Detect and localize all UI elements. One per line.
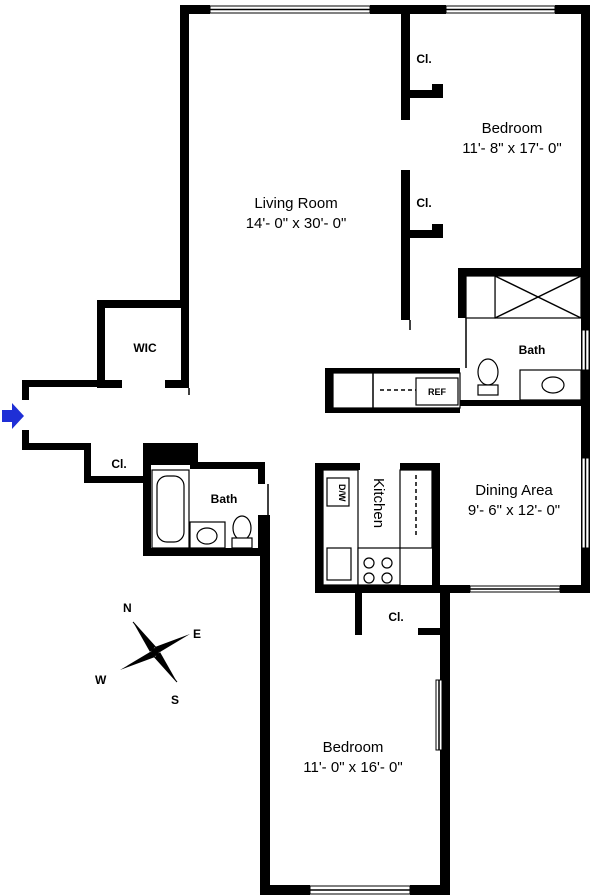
bath-right-name: Bath <box>519 343 546 357</box>
doors <box>188 318 467 515</box>
compass-east: E <box>193 627 201 641</box>
closet-label: Cl. <box>388 610 403 624</box>
compass-west: W <box>95 673 107 687</box>
room-labels: Living Room 14'- 0" x 30'- 0" Bedroom 11… <box>111 52 561 776</box>
dishwasher-label: D/W <box>337 484 347 502</box>
kitchen-name: Kitchen <box>370 478 387 528</box>
bedroom-top-dims: 11'- 8" x 17'- 0" <box>462 140 561 157</box>
bedroom-bottom-dims: 11'- 0" x 16'- 0" <box>303 759 402 776</box>
windows <box>209 5 590 895</box>
living-room-dims: 14'- 0" x 30'- 0" <box>246 215 347 232</box>
bedroom-top-name: Bedroom <box>482 120 543 137</box>
bath-left-name: Bath <box>211 492 238 506</box>
compass-south: S <box>171 693 179 707</box>
fixtures <box>151 275 582 586</box>
dining-area-dims: 9'- 6" x 12'- 0" <box>468 502 560 519</box>
entry-arrow-icon <box>2 403 24 429</box>
wic-name: WIC <box>133 341 157 355</box>
closet-label: Cl. <box>416 52 431 66</box>
bedroom-bottom-name: Bedroom <box>323 739 384 756</box>
closet-label: Cl. <box>416 196 431 210</box>
dining-area-name: Dining Area <box>475 482 553 499</box>
compass-north: N <box>123 601 132 615</box>
closet-label: Cl. <box>111 457 126 471</box>
living-room-name: Living Room <box>254 195 337 212</box>
refrigerator-label: REF <box>428 387 447 397</box>
compass-rose-icon: N E S W <box>95 601 201 707</box>
walls <box>22 5 590 895</box>
